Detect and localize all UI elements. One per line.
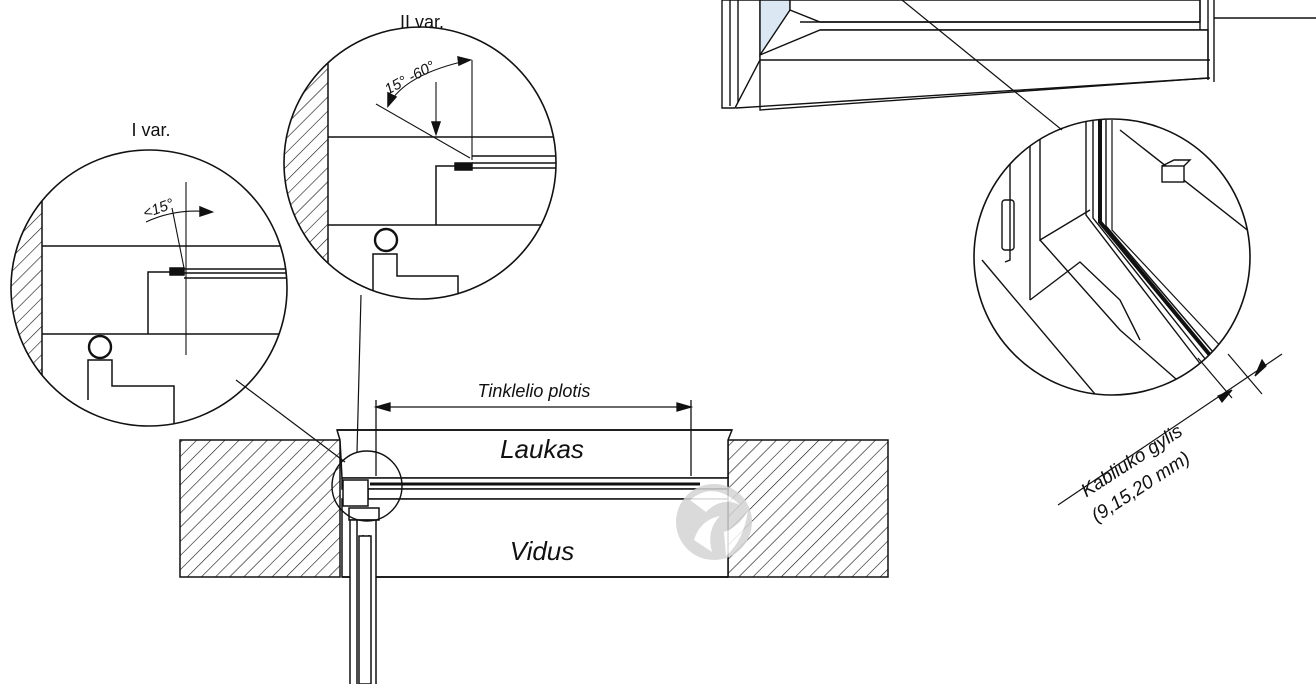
wall-left-hatch [179,439,341,578]
opening-inside [341,498,729,578]
wall-section [179,429,889,578]
var2-label: II var. [400,12,444,32]
inside-label: Vidus [510,536,575,566]
leader-var2 [356,294,362,453]
detail-frame-depth [973,118,1251,396]
var1-label: I var. [131,120,170,140]
width-label: Tinklelio plotis [478,381,591,401]
depth-dimension [1057,353,1283,506]
window-corner-perspective [721,0,1316,111]
leader-window-detail [901,0,1063,131]
open-sash [348,507,380,686]
watermark-logo [676,484,752,560]
detail-var1 [10,149,288,427]
wall-right-hatch [727,439,889,578]
window-sill-inner [367,488,729,500]
var2-angle-label: 15° -60° [382,58,438,99]
detail-callout-circle [331,450,403,522]
width-dimension [373,400,694,476]
var1-angle-label: <15° [141,195,176,222]
outside-label: Laukas [500,434,584,464]
leader-var1 [235,379,346,463]
